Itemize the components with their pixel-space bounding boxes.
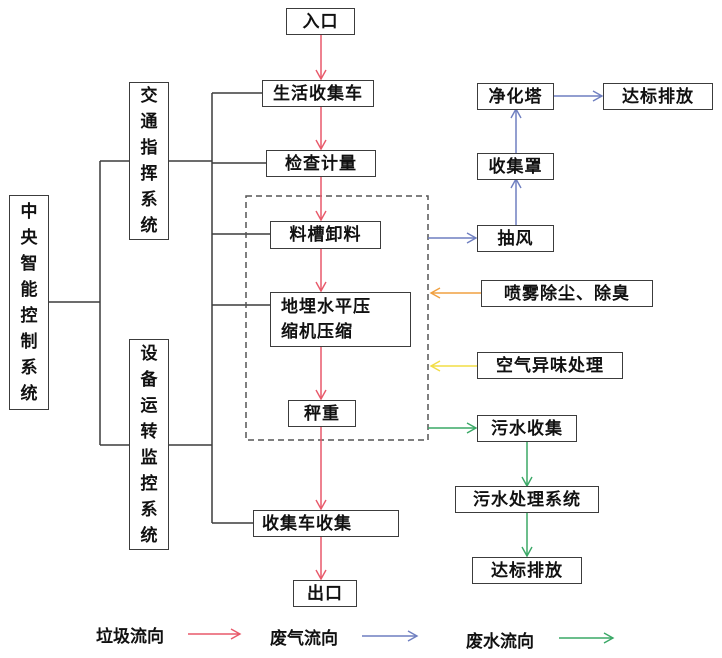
weighing-label: 秤重 <box>304 403 340 424</box>
central-system-char: 中 <box>20 201 38 222</box>
water-discharge-label: 达标排放 <box>491 560 563 581</box>
central-system-char: 控 <box>20 305 38 326</box>
central-system-char: 智 <box>20 253 38 274</box>
equipment-monitor-system-box: 设备运转监控系统 <box>129 339 169 550</box>
traffic-system-char: 指 <box>140 138 158 158</box>
unloading-label: 料槽卸料 <box>289 225 362 245</box>
truck-collect-label: 收集车收集 <box>262 513 352 534</box>
sewage-collect-box: 污水收集 <box>477 415 577 442</box>
legend-garbage-label: 垃圾流向 <box>96 627 164 647</box>
equipment-system-char: 转 <box>140 421 158 442</box>
gas-discharge-box: 达标排放 <box>603 83 713 110</box>
inspection-label: 检查计量 <box>285 153 357 174</box>
weighing-box: 秤重 <box>288 400 356 427</box>
equipment-system-char: 统 <box>140 525 158 546</box>
equipment-system-char: 运 <box>140 395 158 416</box>
compression-box: 地埋水平压 缩机压缩 <box>270 292 411 347</box>
spray-dust-removal-label: 喷雾除尘、除臭 <box>504 283 630 304</box>
central-system-char: 统 <box>20 383 38 404</box>
unloading-box: 料槽卸料 <box>270 221 381 249</box>
purification-tower-label: 净化塔 <box>488 86 543 107</box>
inspection-box: 检查计量 <box>266 150 376 177</box>
traffic-system-char: 挥 <box>140 164 158 184</box>
entrance-box: 入口 <box>286 8 355 35</box>
water-discharge-box: 达标排放 <box>472 557 582 584</box>
control-tree-lines <box>48 92 270 524</box>
traffic-system-char: 通 <box>140 112 158 132</box>
collection-truck-label: 生活收集车 <box>273 83 363 104</box>
water-flow-lines <box>428 422 615 644</box>
gas-discharge-label: 达标排放 <box>622 86 694 107</box>
odor-treatment-label: 空气异味处理 <box>496 355 604 376</box>
collection-hood-label: 收集罩 <box>488 156 543 177</box>
traffic-command-system-box: 交通指挥系统 <box>129 82 169 240</box>
equipment-system-char: 系 <box>140 499 158 520</box>
enclosure-dashed <box>245 195 429 441</box>
sewage-treatment-system-label: 污水处理系统 <box>473 489 581 510</box>
equipment-system-char: 控 <box>140 473 158 494</box>
equipment-system-char: 监 <box>140 447 158 468</box>
spray-dust-removal-box: 喷雾除尘、除臭 <box>481 280 653 307</box>
central-control-system-box: 中央智能控制系统 <box>9 195 49 410</box>
traffic-system-char: 系 <box>140 190 158 210</box>
odor-treatment-box: 空气异味处理 <box>477 352 623 379</box>
truck-collect-box: 收集车收集 <box>253 510 399 537</box>
exit-label: 出口 <box>307 583 343 604</box>
traffic-system-char: 统 <box>140 216 158 236</box>
exhaust-fan-label: 抽风 <box>497 228 534 249</box>
compression-label-line2: 缩机压缩 <box>281 321 353 342</box>
central-system-char: 制 <box>20 331 38 352</box>
central-system-char: 央 <box>20 227 38 248</box>
sewage-collect-label: 污水收集 <box>491 418 563 439</box>
central-system-char: 能 <box>20 279 38 300</box>
purification-tower-box: 净化塔 <box>477 83 554 110</box>
entrance-label: 入口 <box>302 11 339 32</box>
collection-truck-box: 生活收集车 <box>262 80 374 107</box>
compression-label-line1: 地埋水平压 <box>281 296 371 317</box>
collection-hood-box: 收集罩 <box>477 153 554 180</box>
exhaust-fan-box: 抽风 <box>477 225 554 252</box>
exit-box: 出口 <box>293 580 357 607</box>
central-system-char: 系 <box>20 357 38 378</box>
equipment-system-char: 备 <box>140 369 158 390</box>
equipment-system-char: 设 <box>140 343 158 364</box>
legend-water-label: 废水流向 <box>466 632 534 652</box>
sewage-treatment-system-box: 污水处理系统 <box>455 486 599 513</box>
gas-flow-lines <box>362 90 604 642</box>
traffic-system-char: 交 <box>140 86 158 106</box>
legend-gas-label: 废气流向 <box>270 629 338 649</box>
